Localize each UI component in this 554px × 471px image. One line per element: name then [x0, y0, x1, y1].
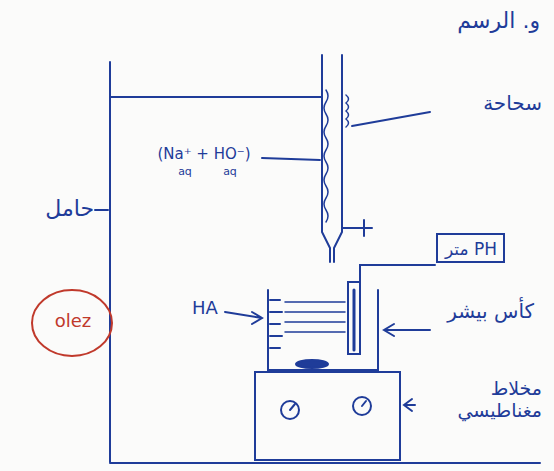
solution [285, 302, 345, 332]
part-label: مخلاط مغناطيسي [420, 378, 542, 422]
burette-tube [322, 55, 342, 262]
ph-electrode [353, 290, 356, 350]
stand-base [110, 462, 540, 464]
part-label: سحاحة [432, 92, 542, 115]
stirrer-dial [281, 401, 299, 419]
magnetic-stirrer [255, 372, 400, 460]
part-label: حامل [8, 196, 94, 221]
stand-arm [110, 96, 322, 98]
stir-bar [296, 360, 328, 368]
solution-name: HA [185, 298, 225, 319]
part-label: كأس بيشر [434, 300, 534, 323]
ph-electrode [348, 282, 360, 354]
leader-line [95, 209, 108, 211]
meter-label: PH متر [444, 239, 497, 259]
stamp-circle [32, 290, 112, 356]
state-symbol: aq [170, 166, 200, 179]
stamp-text: olez [46, 311, 100, 332]
leader-line [352, 112, 430, 126]
burette-liquid [324, 90, 328, 222]
stirrer-dial [353, 397, 371, 415]
stand-rod [109, 62, 111, 462]
beaker [268, 290, 378, 370]
state-symbol: aq [215, 166, 245, 179]
burette-tap [342, 227, 372, 229]
electrode-wire [360, 265, 435, 282]
pointer-arrow [225, 312, 262, 324]
stirrer-dial [290, 404, 295, 410]
heading: و. الرسم [410, 8, 540, 33]
meter-box: PH متر [436, 233, 505, 263]
stirrer-dial [362, 401, 366, 406]
burette-clamp [346, 95, 349, 127]
solution-formula: (Na⁺ + HO⁻) [146, 146, 262, 163]
beaker-scale [270, 300, 282, 348]
leader-line [262, 158, 320, 160]
pointer-arrow [384, 324, 430, 336]
pointer-arrow [404, 399, 415, 411]
burette-tap [363, 220, 365, 236]
